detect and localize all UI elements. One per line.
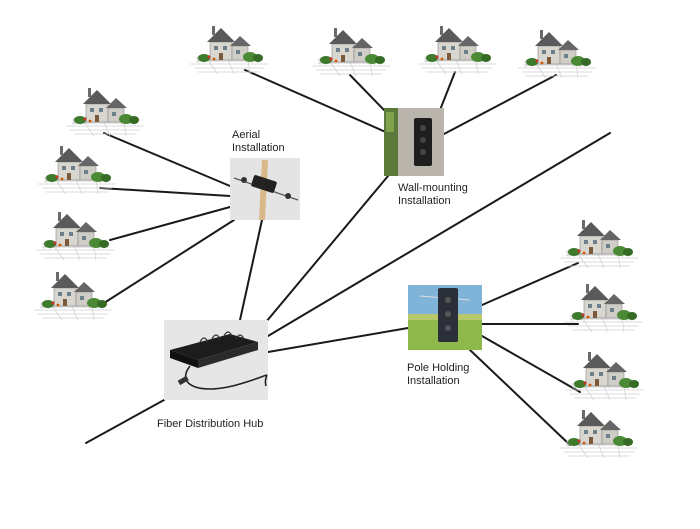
- aerial-label-line2: Installation: [232, 142, 285, 154]
- aerial-label-line1: Aerial: [232, 129, 260, 141]
- link-hub-wall: [265, 175, 389, 323]
- hub-label: Fiber Distribution Hub: [157, 418, 263, 430]
- pole-label-line2: Installation: [407, 375, 460, 387]
- link-aerial-house-4: [103, 219, 235, 304]
- house-icon: [517, 29, 597, 79]
- link-pole-house-4: [469, 349, 571, 446]
- link-hub-trunk: [267, 132, 611, 337]
- link-pole-house-1: [481, 262, 579, 306]
- link-hub-left: [85, 399, 165, 444]
- link-wall-house-2: [349, 74, 385, 111]
- fiber-hub: Fiber Distribution Hub: [157, 320, 268, 430]
- link-wall-house-1: [244, 69, 389, 134]
- house-icon: [417, 25, 497, 75]
- house-icon: [559, 409, 639, 459]
- link-hub-pole: [267, 327, 409, 353]
- link-wall-house-3: [439, 71, 456, 111]
- house-icon: [33, 271, 113, 321]
- pole-label-line1: Pole Holding: [407, 362, 469, 374]
- house-icon: [559, 219, 639, 269]
- house-icon: [311, 27, 391, 77]
- aerial-installation: Aerial Installation: [230, 129, 300, 221]
- link-aerial-house-1: [103, 132, 231, 187]
- houses: [33, 25, 645, 459]
- house-icon: [189, 25, 269, 75]
- link-wall-house-4: [443, 74, 557, 135]
- wall-installation: Wall-mounting Installation: [384, 108, 468, 207]
- link-aerial-house-2: [99, 187, 231, 197]
- wall-label-line1: Wall-mounting: [398, 182, 468, 194]
- house-icon: [65, 87, 145, 137]
- pole-installation: Pole Holding Installation: [407, 285, 482, 387]
- link-aerial-house-3: [109, 206, 231, 241]
- house-icon: [565, 351, 645, 401]
- link-pole-house-3: [481, 335, 581, 393]
- link-hub-aerial: [239, 219, 263, 321]
- house-icon: [35, 211, 115, 261]
- house-icon: [37, 145, 117, 195]
- wall-label-line2: Installation: [398, 195, 451, 207]
- connection-lines: [85, 69, 611, 446]
